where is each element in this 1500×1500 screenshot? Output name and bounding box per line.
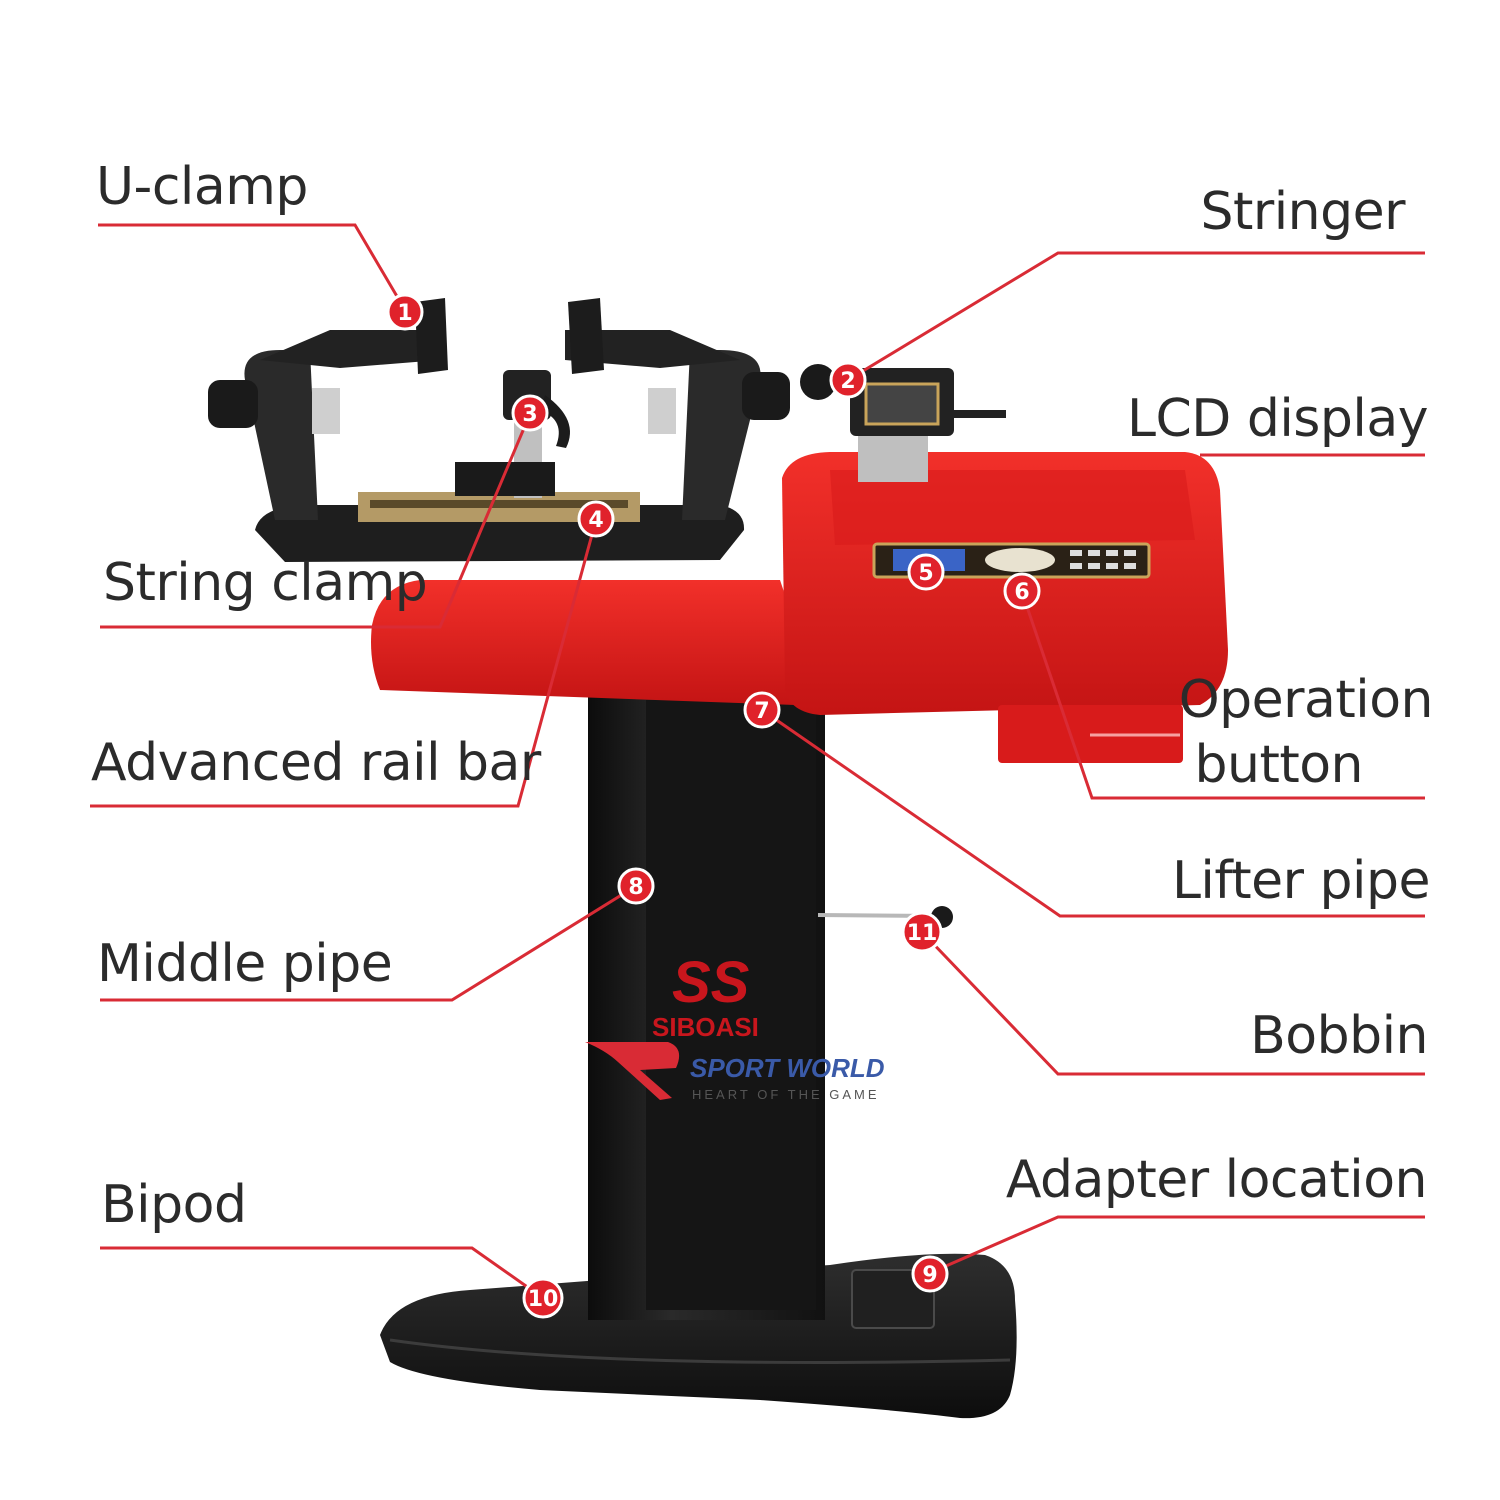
marker-3: 3 [511, 394, 549, 432]
marker-11: 11 [901, 911, 943, 953]
marker-8: 8 [617, 867, 655, 905]
svg-text:7: 7 [754, 699, 769, 724]
brand-name: SIBOASI [652, 1012, 759, 1042]
label-operation-button-line2: button [1194, 735, 1363, 795]
watermark-name: SPORT WORLD [690, 1053, 885, 1083]
label-lifter-pipe: Lifter pipe [1171, 851, 1431, 911]
marker-7: 7 [743, 691, 781, 729]
marker-4: 4 [577, 500, 615, 538]
label-string-clamp: String clamp [103, 553, 428, 613]
svg-text:10: 10 [528, 1287, 559, 1312]
operation-buttons [985, 548, 1136, 572]
svg-text:11: 11 [907, 921, 938, 946]
adapter-slot [851, 1269, 935, 1329]
svg-text:1: 1 [397, 301, 412, 326]
leader-line-3 [100, 413, 532, 629]
leader-line-4 [90, 519, 598, 808]
machine-table [371, 580, 795, 705]
leader-line-6 [1020, 591, 1425, 800]
leader-line-7 [761, 708, 1425, 918]
leader-line-8 [100, 884, 637, 1002]
marker-2: 2 [829, 361, 867, 399]
leader-line-9 [929, 1215, 1425, 1275]
sportworld-watermark: SPORT WORLD HEART OF THE GAME [585, 1042, 885, 1102]
label-lcd-display: LCD display [1127, 389, 1429, 449]
label-bipod: Bipod [101, 1175, 247, 1235]
machine-illustration: SS SIBOASI [208, 298, 1228, 1419]
svg-text:9: 9 [922, 1263, 937, 1288]
marker-10: 10 [522, 1277, 564, 1319]
label-operation-button-line1: Operation [1178, 670, 1434, 730]
svg-text:4: 4 [588, 508, 603, 533]
label-u-clamp: U-clamp [96, 157, 308, 217]
svg-text:8: 8 [628, 875, 643, 900]
label-bobbin: Bobbin [1250, 1006, 1428, 1066]
label-adapter-location: Adapter location [1005, 1150, 1428, 1210]
svg-text:6: 6 [1014, 580, 1029, 605]
callout-lines [90, 223, 1425, 1300]
label-stringer: Stringer [1200, 182, 1405, 242]
label-middle-pipe: Middle pipe [97, 934, 393, 994]
stringer-head [800, 364, 1006, 482]
label-advanced-rail-bar: Advanced rail bar [91, 733, 541, 793]
leader-line-2 [847, 251, 1425, 382]
watermark-tagline: HEART OF THE GAME [692, 1087, 880, 1102]
marker-9: 9 [911, 1255, 949, 1293]
brand-logo: SS [672, 950, 750, 1015]
svg-text:3: 3 [522, 402, 537, 427]
label-operation-button: Operation button [1173, 668, 1434, 798]
svg-text:5: 5 [918, 561, 933, 586]
marker-6: 6 [1003, 572, 1041, 610]
number-markers: 1 2 3 4 5 6 7 8 9 10 11 [386, 293, 1041, 1319]
leader-line-1 [98, 223, 407, 311]
watermark-logo-icon [585, 1042, 680, 1100]
leader-line-11 [920, 930, 1425, 1076]
marker-5: 5 [907, 553, 945, 591]
marker-1: 1 [386, 293, 424, 331]
svg-text:2: 2 [840, 369, 855, 394]
leader-line-10 [100, 1246, 544, 1300]
string-clamp-piece [455, 370, 570, 498]
